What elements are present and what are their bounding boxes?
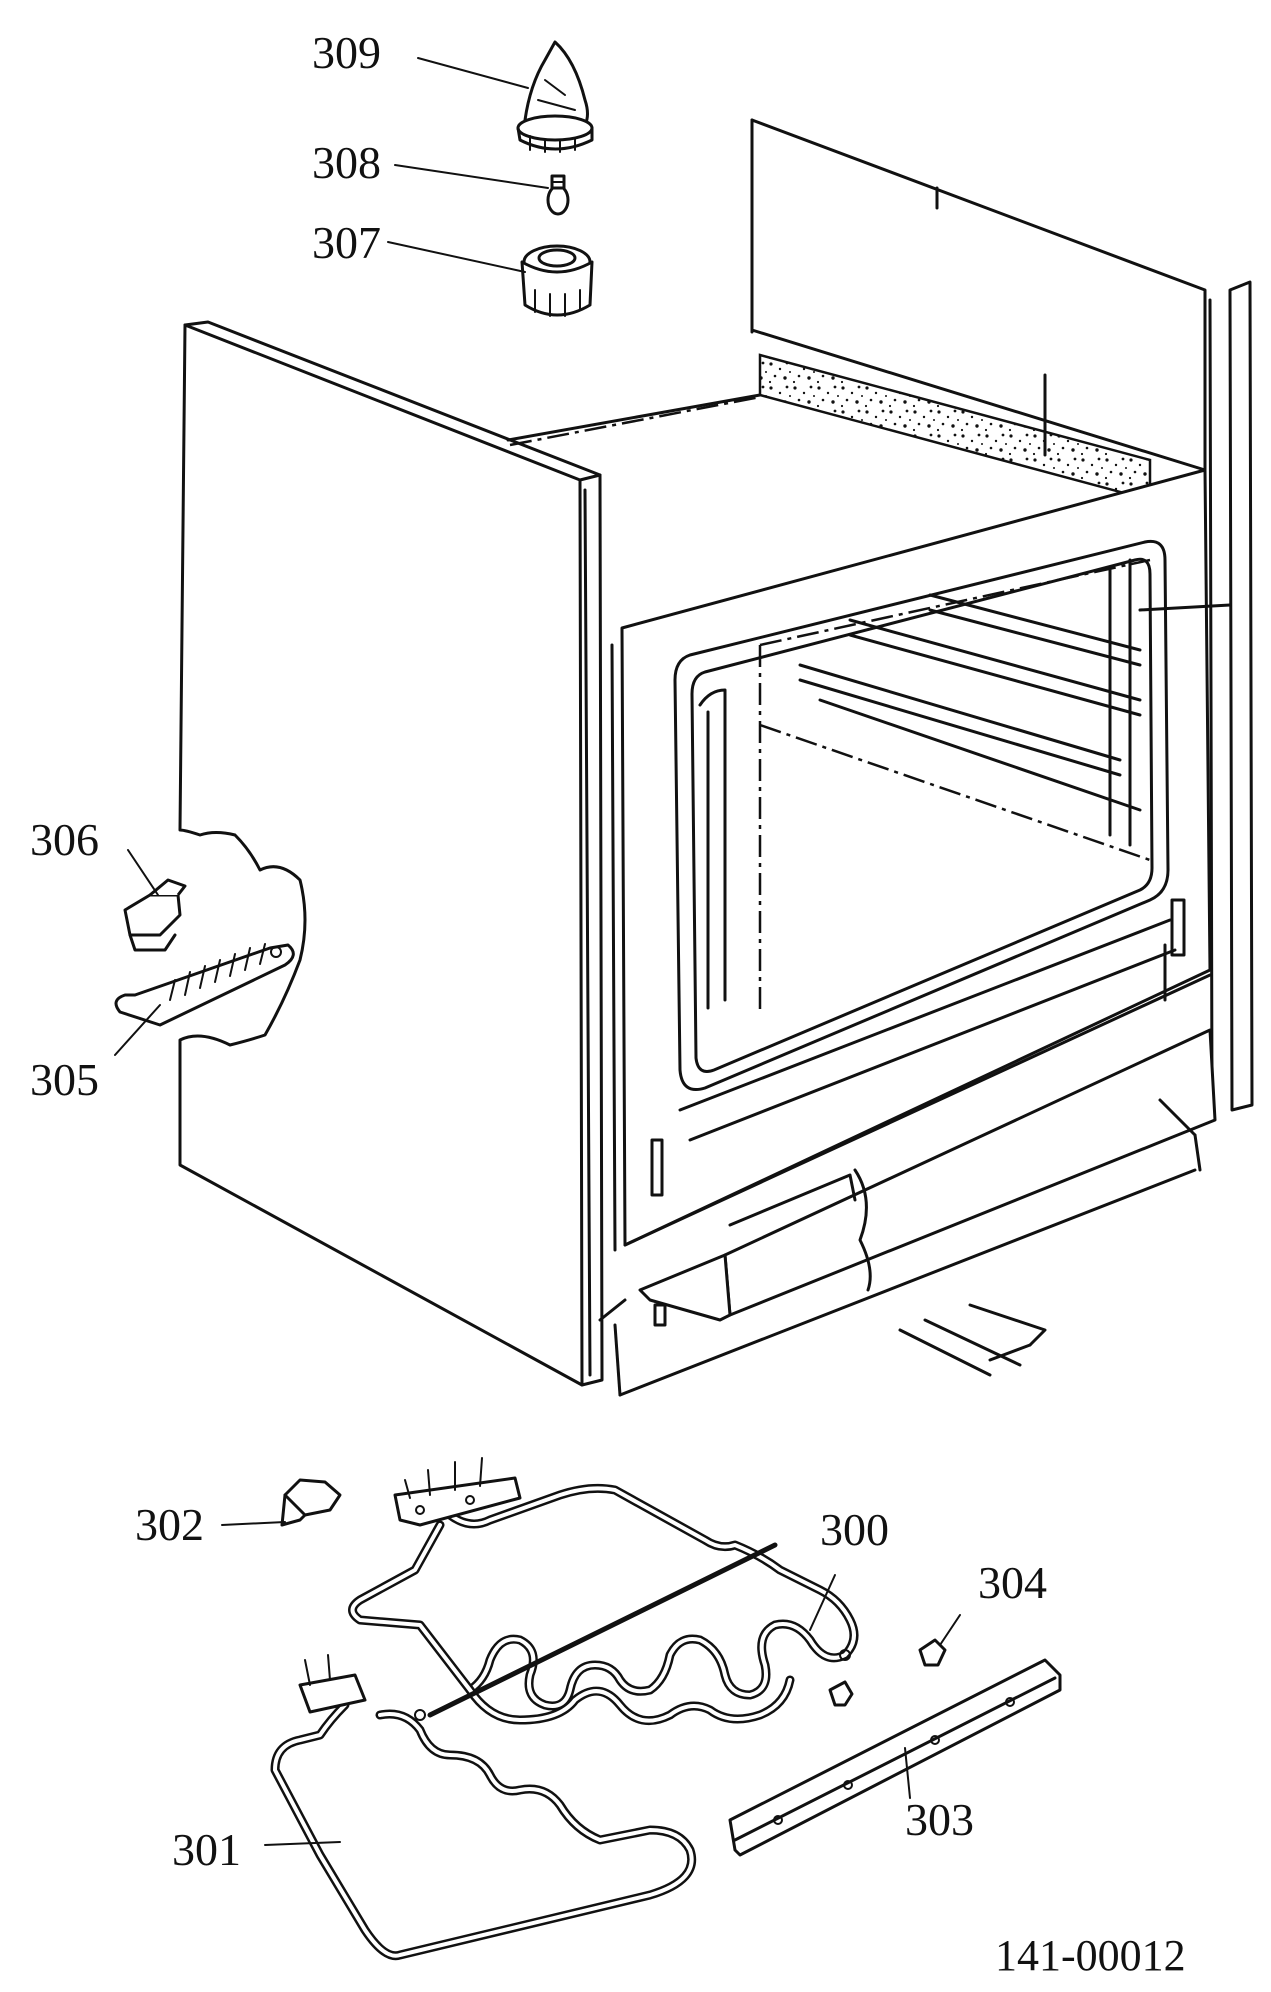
- oven-cabinet: [506, 118, 1254, 1397]
- part-304-clip: [828, 1638, 947, 1707]
- part-label-304: 304: [978, 1557, 1047, 1608]
- oven-racks: [798, 558, 1232, 847]
- part-308-bulb: [546, 174, 570, 216]
- part-307-lamp-cover: [516, 40, 594, 153]
- part-label-303: 303: [905, 1794, 974, 1845]
- oven-aperture: [673, 539, 1170, 1091]
- drawer-box: [638, 1253, 732, 1322]
- part-303-shield-bar: [728, 1658, 1062, 1857]
- right-side-rail: [1228, 280, 1254, 1112]
- oven-front-frame: [620, 468, 1212, 1247]
- part-label-300: 300: [820, 1504, 889, 1555]
- part-306-clip: [123, 878, 187, 952]
- part-301-lower-element: [270, 1654, 696, 1961]
- part-label-307: 309: [312, 27, 381, 78]
- part-305-terminal-block: [114, 943, 295, 1027]
- part-label-305: 305: [30, 1054, 99, 1105]
- part-label-301: 301: [172, 1824, 241, 1875]
- part-label-308: 308: [312, 137, 381, 188]
- drawing-code: 141-00012: [995, 1931, 1186, 1980]
- part-label-302: 302: [135, 1499, 204, 1550]
- part-label-309: 307: [312, 217, 381, 268]
- part-309-lamp-holder: [520, 244, 594, 317]
- part-label-306: 306: [30, 814, 99, 865]
- leader-lines: [114, 57, 961, 1846]
- part-302-bracket: [280, 1478, 342, 1527]
- left-side-panel: [178, 320, 604, 1387]
- part-300-grill-element: [348, 1457, 859, 1726]
